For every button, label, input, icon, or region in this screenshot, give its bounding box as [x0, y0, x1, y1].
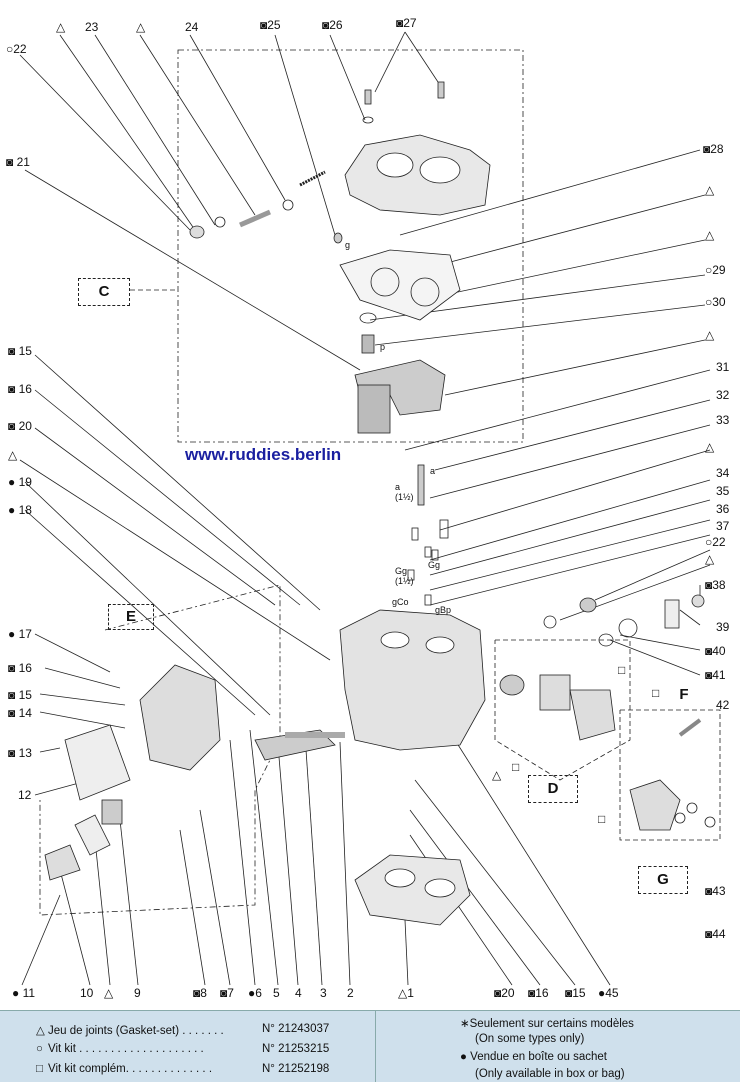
- square-mark: □: [652, 686, 660, 700]
- group-label-d: D: [528, 775, 578, 803]
- triangle-mark: △: [492, 768, 502, 782]
- part-label-16c: ◙16: [528, 986, 549, 1000]
- part-label-37: 37: [716, 519, 730, 533]
- part-label-8: ◙8: [193, 986, 207, 1000]
- part-label-43: ◙43: [705, 884, 726, 898]
- part-label-15b: ◙ 15: [8, 688, 32, 702]
- triangle-mark: △: [56, 20, 66, 34]
- part-label-41: ◙41: [705, 668, 726, 682]
- mark-gg: Gg: [428, 560, 441, 570]
- part-label-23: 23: [85, 20, 99, 34]
- part-label-27: ◙27: [396, 16, 417, 30]
- mark-gbp: gBp: [435, 605, 452, 615]
- legend-row-vit-kit-complem: □Vit kit complém. . . . . . . . . . . . …: [36, 1063, 330, 1075]
- mark-p: p: [380, 342, 386, 352]
- legend-note-box-bag: ● Vendue en boîte ou sachet: [460, 1051, 607, 1063]
- part-label-20b: ◙20: [494, 986, 515, 1000]
- legend-note-some-models: ∗Seulement sur certains modèles: [460, 1018, 634, 1030]
- mark-gco: gCo: [392, 597, 409, 607]
- part-label-24: 24: [185, 20, 199, 34]
- part-label-36: 36: [716, 502, 730, 516]
- triangle-mark: △: [104, 986, 114, 1000]
- triangle-mark: △: [705, 328, 715, 342]
- part-label-16b: ◙ 16: [8, 661, 32, 675]
- group-box-c: [177, 49, 524, 443]
- part-label-26: ◙26: [322, 18, 343, 32]
- part-label-44: ◙44: [705, 927, 726, 941]
- part-label-10: 10: [80, 986, 94, 1000]
- group-label-f: F: [679, 686, 689, 703]
- square-mark: □: [618, 663, 626, 677]
- triangle-mark: △: [705, 552, 715, 566]
- part-label-14: ◙ 14: [8, 706, 32, 720]
- part-label-4: 4: [295, 986, 302, 1000]
- triangle-mark: △: [136, 20, 146, 34]
- part-label-39: 39: [716, 620, 730, 634]
- mark-gg-1-5: Gg(1½): [395, 566, 414, 586]
- part-label-6: ●6: [248, 986, 262, 1000]
- group-box-d: [494, 639, 631, 781]
- group-label-g: G: [638, 866, 688, 894]
- part-label-29: ○29: [705, 263, 726, 277]
- part-label-3: 3: [320, 986, 327, 1000]
- square-mark: □: [512, 760, 520, 774]
- part-label-15c: ◙15: [565, 986, 586, 1000]
- triangle-mark: △: [8, 448, 18, 462]
- part-label-45: ●45: [598, 986, 619, 1000]
- legend-row-gasket: △Jeu de joints (Gasket-set) . . . . . . …: [36, 1023, 330, 1037]
- part-label-2: 2: [347, 986, 354, 1000]
- triangle-mark: △: [705, 228, 715, 242]
- part-label-31: 31: [716, 360, 730, 374]
- part-label-9: 9: [134, 986, 141, 1000]
- part-label-33: 33: [716, 413, 730, 427]
- group-box-g: [619, 709, 721, 841]
- part-label-7: ◙7: [220, 986, 234, 1000]
- mark-a-1-5: a(1½): [395, 482, 414, 502]
- mark-g: g: [345, 240, 351, 250]
- carburetor-exploded-diagram: [19, 31, 721, 986]
- part-label-5: 5: [273, 986, 280, 1000]
- part-label-38: ◙38: [705, 578, 726, 592]
- part-label-12: 12: [18, 788, 32, 802]
- group-label-c: C: [78, 278, 130, 306]
- watermark-text: www.ruddies.berlin: [185, 445, 342, 464]
- part-label-40: ◙40: [705, 644, 726, 658]
- part-label-22b: ○22: [705, 535, 726, 549]
- legend-note-only-box: (Only available in box or bag): [475, 1068, 625, 1080]
- part-label-30: ○30: [705, 295, 726, 309]
- part-label-1: △1: [398, 986, 414, 1000]
- legend-note-some-types: (On some types only): [475, 1033, 585, 1045]
- legend-row-vit-kit: ○Vit kit . . . . . . . . . . . . . . . .…: [36, 1043, 330, 1055]
- square-mark: □: [598, 812, 606, 826]
- part-label-34: 34: [716, 466, 730, 480]
- part-label-18: ● 18: [8, 503, 32, 517]
- part-label-22: ○22: [6, 42, 27, 56]
- legend-panel: △Jeu de joints (Gasket-set) . . . . . . …: [0, 1010, 740, 1082]
- part-label-32: 32: [716, 388, 730, 402]
- kit-numbers-panel: △Jeu de joints (Gasket-set) . . . . . . …: [0, 1011, 376, 1082]
- part-label-11: ● 11: [12, 986, 36, 1000]
- part-label-19: ● 19: [8, 475, 32, 489]
- part-label-35: 35: [716, 484, 730, 498]
- part-label-20: ◙ 20: [8, 419, 32, 433]
- mark-a: a: [430, 466, 436, 476]
- group-label-e: E: [108, 604, 154, 630]
- triangle-mark: △: [705, 183, 715, 197]
- triangle-mark: △: [705, 440, 715, 454]
- part-label-15: ◙ 15: [8, 344, 32, 358]
- part-label-16: ◙ 16: [8, 382, 32, 396]
- part-label-28: ◙28: [703, 142, 724, 156]
- part-label-17: ● 17: [8, 627, 32, 641]
- part-label-25: ◙25: [260, 18, 281, 32]
- part-label-42: 42: [716, 698, 730, 712]
- part-label-13: ◙ 13: [8, 746, 32, 760]
- part-label-21: ◙ 21: [6, 155, 30, 169]
